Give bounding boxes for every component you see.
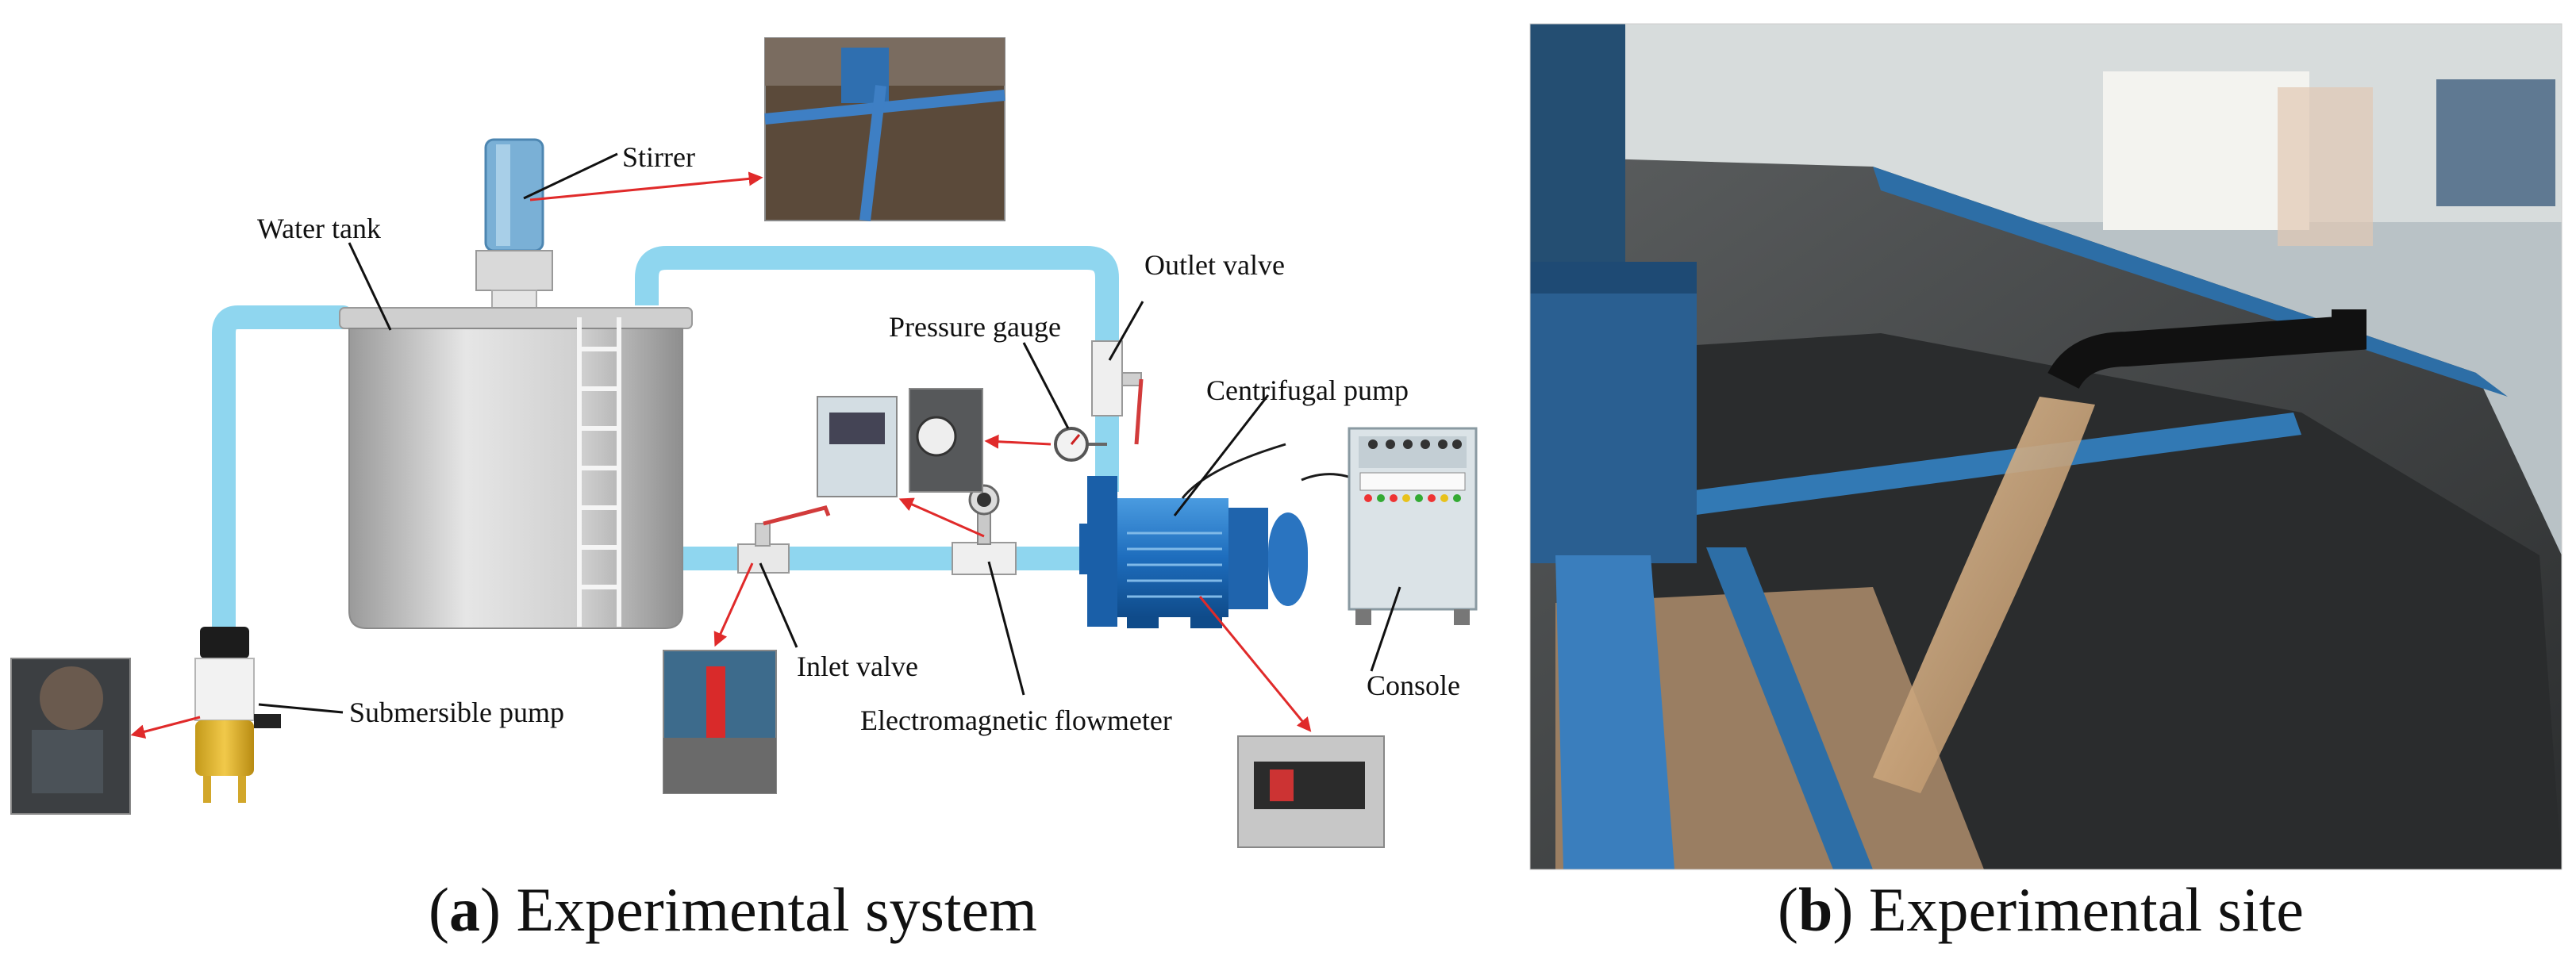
caption-b-letter: b (1797, 875, 1833, 944)
photo-arrows (130, 171, 1312, 739)
label-outlet-valve: Outlet valve (1144, 249, 1285, 281)
label-electromagnetic-flowmeter: Electromagnetic flowmeter (860, 704, 1172, 736)
panel-b-site-photo (1529, 23, 2563, 870)
inset-photo-inlet-valve (663, 650, 777, 794)
submersible-pump (194, 627, 281, 803)
pipe-submersible (212, 305, 355, 639)
label-stirrer: Stirrer (622, 141, 695, 173)
stirrer (475, 138, 553, 312)
caption-b: (b) Experimental site (1778, 875, 2304, 944)
inset-photo-centrifugal-pump (1237, 735, 1385, 848)
label-centrifugal-pump: Centrifugal pump (1206, 374, 1409, 406)
caption-a-letter: a (448, 875, 480, 944)
leader-lines (258, 152, 1401, 714)
label-water-tank: Water tank (257, 213, 381, 244)
label-submersible-pump: Submersible pump (349, 697, 564, 728)
caption-b-text: Experimental site (1868, 875, 2304, 944)
inset-photo-console (817, 396, 898, 497)
pipe-outlet (635, 246, 1119, 492)
water-tank (339, 307, 693, 629)
inset-photo-pressure-gauge (909, 388, 983, 493)
outlet-valve (1091, 340, 1144, 445)
label-pressure-gauge: Pressure gauge (889, 311, 1061, 343)
label-console: Console (1367, 670, 1460, 701)
caption-a: (a) Experimental system (429, 875, 1037, 944)
tank-ladder (577, 317, 621, 627)
inlet-valve (737, 505, 831, 574)
panel-a-system: Stirrer Water tank Outlet valve Pressure… (10, 37, 1478, 848)
label-inlet-valve: Inlet valve (797, 651, 918, 682)
inset-photo-stirrer (764, 37, 1005, 221)
console (1348, 427, 1478, 625)
electromagnetic-flowmeter (952, 484, 1017, 575)
pressure-gauge (1054, 427, 1107, 462)
centrifugal-pump (1079, 443, 1308, 628)
caption-a-text: Experimental system (516, 875, 1037, 944)
inset-photo-submersible-pump (10, 658, 131, 815)
